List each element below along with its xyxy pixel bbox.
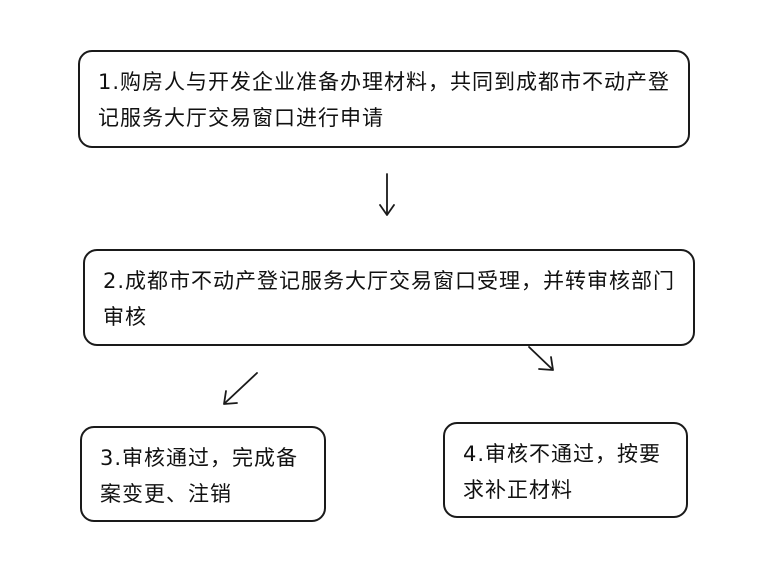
arrow-step2-to-step4 xyxy=(528,346,554,371)
step-1-box: 1.购房人与开发企业准备办理材料，共同到成都市不动产登记服务大厅交易窗口进行申请 xyxy=(78,50,690,148)
step-4-text: 4.审核不通过，按要求补正材料 xyxy=(463,442,662,502)
arrow-step1-to-step2 xyxy=(379,173,395,216)
arrow-step2-to-step3 xyxy=(223,372,258,405)
step-1-text: 1.购房人与开发企业准备办理材料，共同到成都市不动产登记服务大厅交易窗口进行申请 xyxy=(98,70,671,130)
step-3-box: 3.审核通过，完成备案变更、注销 xyxy=(80,426,326,522)
step-2-box: 2.成都市不动产登记服务大厅交易窗口受理，并转审核部门审核 xyxy=(83,249,695,346)
step-4-box: 4.审核不通过，按要求补正材料 xyxy=(443,422,688,518)
step-3-text: 3.审核通过，完成备案变更、注销 xyxy=(100,446,299,506)
step-2-text: 2.成都市不动产登记服务大厅交易窗口受理，并转审核部门审核 xyxy=(103,269,676,329)
